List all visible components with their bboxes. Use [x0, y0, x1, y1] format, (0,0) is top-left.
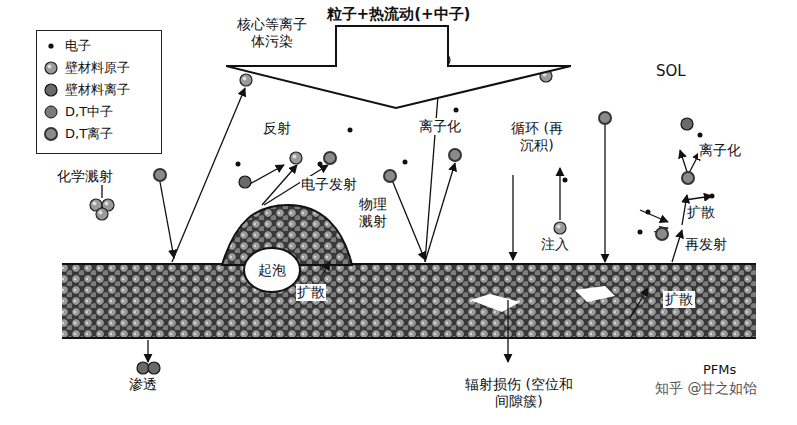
legend-sample — [43, 60, 59, 76]
node-text: 起泡 — [242, 262, 302, 279]
legend-entry: D,T离子 — [37, 123, 161, 145]
process-label: 化学溅射 — [56, 168, 114, 185]
legend-text: D,T离子 — [65, 126, 113, 142]
region-label: SOL — [655, 62, 687, 80]
legend-sample — [43, 82, 59, 98]
legend-entry: 电子 — [37, 35, 161, 57]
blister-bubble: 起泡 — [242, 246, 302, 294]
process-label: 离子化 — [698, 142, 742, 159]
process-label: 离子化 — [418, 118, 462, 135]
process-label: 扩散 — [296, 284, 326, 301]
legend-box: 电子壁材料原子壁材料离子 D,T中子 D,T离子 — [36, 30, 162, 154]
process-label: 扩散 — [686, 204, 716, 221]
process-label: 扩散 — [663, 291, 695, 308]
legend-text: 电子 — [65, 38, 91, 54]
process-label: 渗透 — [128, 376, 158, 393]
legend-text: 壁材料原子 — [65, 60, 130, 76]
process-label: 再发射 — [684, 236, 728, 253]
process-label: 辐射损伤 (空位和间隙簇) — [464, 376, 574, 410]
legend-sample — [43, 38, 59, 54]
legend-entry: D,T中子 — [37, 101, 161, 123]
legend-entry: 壁材料离子 — [37, 79, 161, 101]
watermark: 知乎 @甘之如饴 — [654, 380, 758, 397]
legend-sample — [43, 104, 59, 120]
legend-entry: 壁材料原子 — [37, 57, 161, 79]
process-label: 反射 — [262, 120, 292, 137]
legend-text: 壁材料离子 — [65, 82, 130, 98]
legend-text: D,T中子 — [65, 104, 113, 120]
process-label: 物理溅射 — [356, 196, 390, 230]
process-label: 注入 — [540, 236, 570, 253]
process-label: PFMs — [702, 362, 737, 378]
process-label: 核心等离子体污染 — [232, 16, 312, 50]
process-label: 循环 (再沉积) — [504, 120, 570, 154]
legend-sample — [43, 126, 59, 142]
process-label: 电子发射 — [300, 176, 358, 193]
